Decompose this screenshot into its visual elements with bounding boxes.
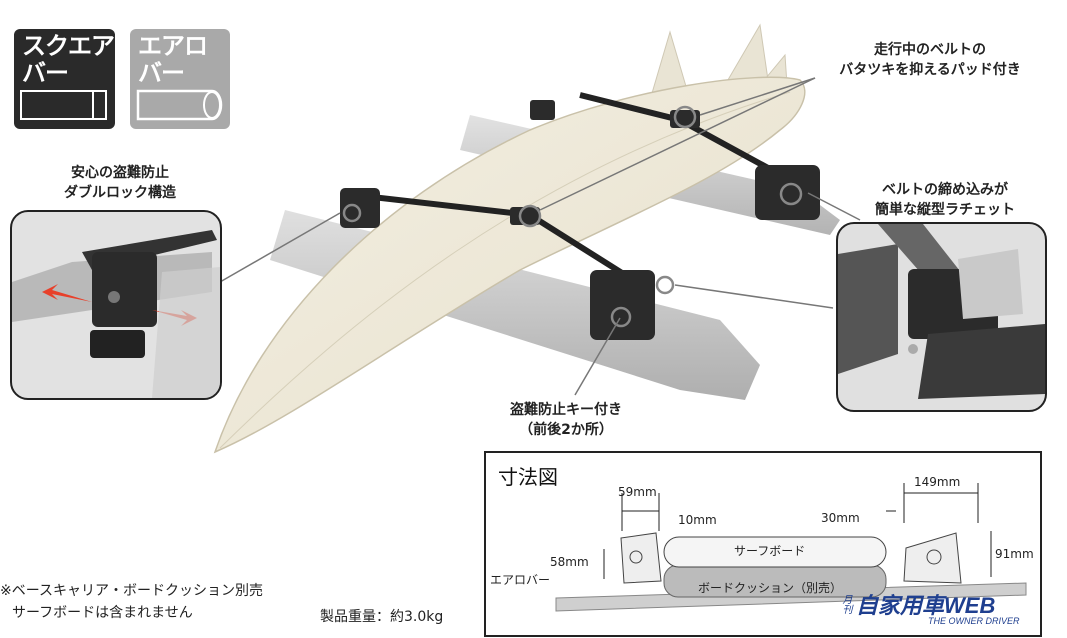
product-illustration [213, 23, 840, 454]
aero-bar-badge: エアロ バー [130, 29, 230, 129]
left-arrow-icon [42, 284, 92, 302]
ratchet-callout: ベルトの締め込みが 簡単な縦型ラチェット [875, 182, 1015, 218]
notes: ※ベースキャリア・ボードクッション別売 サーフボードは含まれません [0, 580, 263, 624]
dim-149: 149mm [914, 475, 961, 489]
pad-callout: 走行中のベルトの バタツキを抑えるパッド付き [839, 42, 1021, 78]
dimension-title: 寸法図 [498, 465, 558, 489]
note-sold-separately: ※ベースキャリア・ボードクッション別売 [0, 583, 264, 599]
aero-bar-label: エアロ バー [138, 32, 208, 87]
note-no-surfboard: サーフボードは含まれません [12, 605, 193, 621]
watermark-main: 自家用車WEB [856, 593, 996, 618]
square-bar-label: スクエア バー [22, 32, 115, 87]
watermark-logo: 月刊 自家用車WEB THE OWNER DRIVER [838, 588, 1048, 633]
dimension-diagram: 寸法図 59mm 10mm 30mm 149mm 58mm 91mm サーフボー… [484, 451, 1042, 637]
square-bar-icon [20, 90, 107, 120]
lock-inset-photo [10, 210, 222, 400]
surfboard-label: サーフボード [734, 544, 806, 558]
lock-callout: 安心の盗難防止 ダブルロック構造 [64, 165, 176, 201]
aero-bar-icon [136, 89, 223, 121]
dim-58: 58mm [550, 555, 589, 569]
dim-91: 91mm [995, 547, 1034, 561]
watermark-small: 月刊 [840, 594, 851, 614]
square-bar-badge: スクエア バー [14, 29, 115, 129]
ratchet-inset-photo [836, 222, 1047, 412]
aerobar-label: エアロバー [490, 573, 551, 587]
dimension-drawing [555, 483, 1027, 612]
watermark-sub: THE OWNER DRIVER [928, 616, 1020, 626]
product-weight: 製品重量：約3.0kg [320, 609, 444, 625]
dim-30: 30mm [821, 511, 860, 525]
dim-59: 59mm [618, 485, 657, 499]
key-callout: 盗難防止キー付き （前後2か所） [510, 402, 622, 438]
cushion-label: ボードクッション（別売） [698, 581, 843, 595]
dim-10: 10mm [678, 513, 717, 527]
